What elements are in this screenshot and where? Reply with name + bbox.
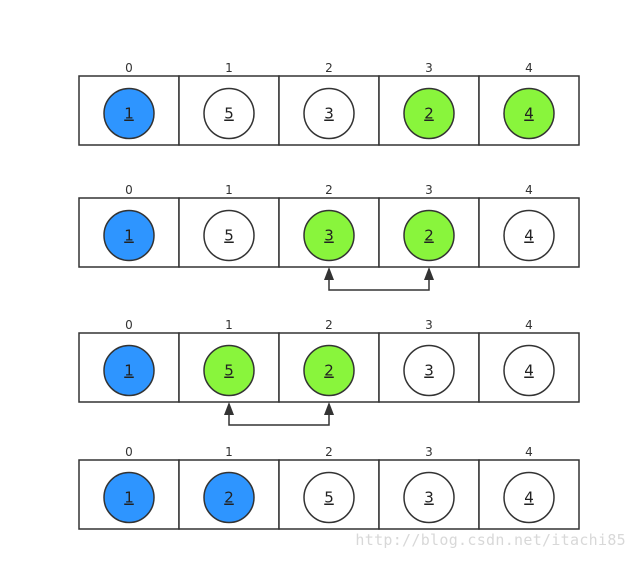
index-label: 1 (225, 183, 233, 197)
index-label: 3 (425, 61, 433, 75)
element-value: 1 (124, 489, 134, 507)
index-label: 1 (225, 318, 233, 332)
index-label: 0 (125, 318, 133, 332)
index-label: 2 (325, 61, 333, 75)
element-node-sorted (103, 344, 155, 397)
index-label: 1 (225, 445, 233, 459)
index-label: 0 (125, 183, 133, 197)
element-value: 4 (524, 105, 534, 123)
element-value: 2 (424, 227, 434, 245)
swap-connector (228, 414, 330, 426)
array-row-2: 0 1 1 5 2 2 3 3 4 4 (78, 318, 580, 426)
arrow-head-icon (324, 267, 334, 280)
element-node-compare (203, 344, 255, 397)
element-node-default (503, 209, 555, 262)
element-node-default (203, 209, 255, 262)
arrow-head-icon (324, 402, 334, 415)
arrow-head-icon (424, 267, 434, 280)
array-row-3: 0 1 1 2 2 5 3 3 4 4 (78, 445, 580, 530)
element-value: 5 (224, 105, 234, 123)
element-node-compare (303, 209, 355, 262)
element-value: 5 (224, 362, 234, 380)
element-value: 5 (324, 489, 334, 507)
element-value: 4 (524, 489, 534, 507)
element-node-default (203, 87, 255, 140)
index-label: 1 (225, 61, 233, 75)
element-node-compare (503, 87, 555, 140)
element-node-compare (303, 344, 355, 397)
element-value: 2 (424, 105, 434, 123)
element-value: 2 (324, 362, 334, 380)
element-value: 3 (424, 362, 434, 380)
element-node-compare (403, 209, 455, 262)
element-node-default (303, 471, 355, 524)
element-value: 3 (424, 489, 434, 507)
arrow-head-icon (224, 402, 234, 415)
array-row-0: 0 1 1 5 2 3 3 2 4 4 (78, 61, 580, 146)
element-node-sorted (203, 471, 255, 524)
index-label: 4 (525, 183, 533, 197)
index-label: 4 (525, 445, 533, 459)
element-value: 3 (324, 227, 334, 245)
element-value: 1 (124, 227, 134, 245)
element-value: 4 (524, 362, 534, 380)
index-label: 2 (325, 445, 333, 459)
array-row-1: 0 1 1 5 2 3 3 2 4 4 (78, 183, 580, 291)
element-node-compare (403, 87, 455, 140)
element-value: 5 (224, 227, 234, 245)
index-label: 3 (425, 318, 433, 332)
element-node-default (303, 87, 355, 140)
index-label: 3 (425, 445, 433, 459)
watermark: http://blog.csdn.net/itachi85 (355, 531, 626, 549)
element-node-sorted (103, 471, 155, 524)
element-value: 1 (124, 105, 134, 123)
element-node-sorted (103, 209, 155, 262)
element-node-default (503, 471, 555, 524)
index-label: 4 (525, 61, 533, 75)
index-label: 2 (325, 318, 333, 332)
element-node-default (403, 344, 455, 397)
element-value: 2 (224, 489, 234, 507)
element-node-default (403, 471, 455, 524)
index-label: 2 (325, 183, 333, 197)
element-value: 4 (524, 227, 534, 245)
element-value: 1 (124, 362, 134, 380)
index-label: 3 (425, 183, 433, 197)
index-label: 0 (125, 61, 133, 75)
index-label: 4 (525, 318, 533, 332)
element-value: 3 (324, 105, 334, 123)
index-label: 0 (125, 445, 133, 459)
element-node-sorted (103, 87, 155, 140)
element-node-default (503, 344, 555, 397)
swap-connector (328, 279, 430, 291)
